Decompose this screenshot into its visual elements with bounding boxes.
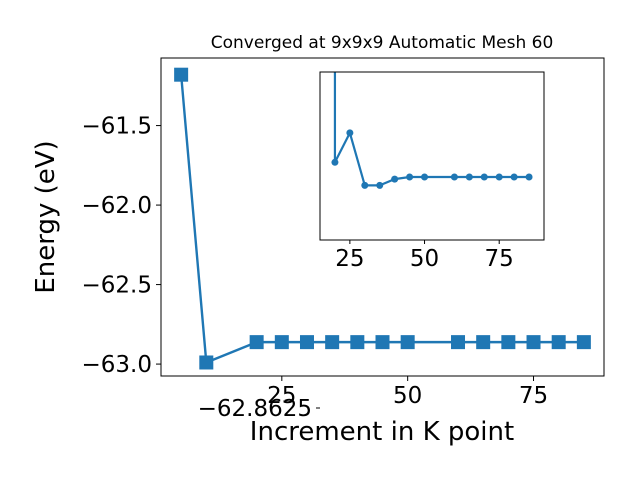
inset-data-point	[465, 173, 473, 181]
main-data-point	[451, 335, 466, 350]
inset-x-tick-label: 25	[335, 246, 364, 272]
inset-data-point	[525, 173, 533, 181]
main-data-point	[476, 335, 491, 350]
inset-y-tick-label: −62.8625	[198, 396, 312, 422]
main-y-ticks: −63.0 −62.5 −62.0 −61.5	[82, 114, 161, 378]
main-x-ticks: 25 50 75	[267, 376, 548, 409]
main-series-clip	[174, 67, 591, 370]
main-data-point	[299, 335, 314, 350]
main-y-tick-label: −63.0	[82, 352, 152, 378]
inset-data-point	[421, 173, 429, 181]
inset-x-tick-label: 50	[410, 246, 439, 272]
inset-plot-area	[320, 72, 544, 240]
main-x-tick-label: 25	[267, 383, 296, 409]
chart-title: Converged at 9x9x9 Automatic Mesh 60	[211, 33, 554, 53]
inset-axes: 25 50 75 −62.8625−62.8600	[198, 71, 545, 422]
inset-data-point	[480, 173, 488, 181]
inset-series-clip	[331, 72, 533, 189]
main-data-point	[274, 335, 289, 350]
inset-plot-frame	[319, 71, 545, 241]
main-x-tick-label: 75	[519, 383, 548, 409]
inset-x-ticks: 25 50 75	[335, 240, 514, 272]
main-plot-frame	[160, 57, 605, 377]
main-data-point	[375, 335, 390, 350]
main-data-point	[249, 335, 264, 350]
inset-x-tick-label: 75	[485, 246, 514, 272]
main-data-point	[551, 335, 566, 350]
main-series	[174, 67, 591, 370]
inset-y-ticks: −62.8625−62.8600	[198, 396, 320, 422]
main-y-tick-label: −61.5	[82, 114, 152, 140]
inset-data-point	[450, 173, 458, 181]
main-data-point	[350, 335, 365, 350]
inset-data-point	[406, 173, 414, 181]
main-data-point	[174, 67, 189, 82]
main-y-tick-label: −62.0	[82, 193, 152, 219]
x-axis-title: Increment in K point	[250, 417, 514, 447]
inset-data-point	[495, 173, 503, 181]
inset-data-point	[376, 181, 384, 189]
main-x-tick-label: 50	[393, 383, 422, 409]
inset-data-point	[510, 173, 518, 181]
inset-data-point	[331, 158, 339, 166]
y-axis-title: Energy (eV)	[31, 140, 61, 293]
main-data-point	[526, 335, 541, 350]
main-data-point	[325, 335, 340, 350]
inset-data-point	[361, 181, 369, 189]
main-data-point	[199, 355, 214, 370]
main-data-point	[501, 335, 516, 350]
inset-data-point	[346, 129, 354, 137]
main-y-tick-label: −62.5	[82, 273, 152, 299]
inset-series	[331, 72, 533, 189]
main-data-point	[576, 335, 591, 350]
inset-data-point	[391, 175, 399, 183]
main-data-point	[400, 335, 415, 350]
